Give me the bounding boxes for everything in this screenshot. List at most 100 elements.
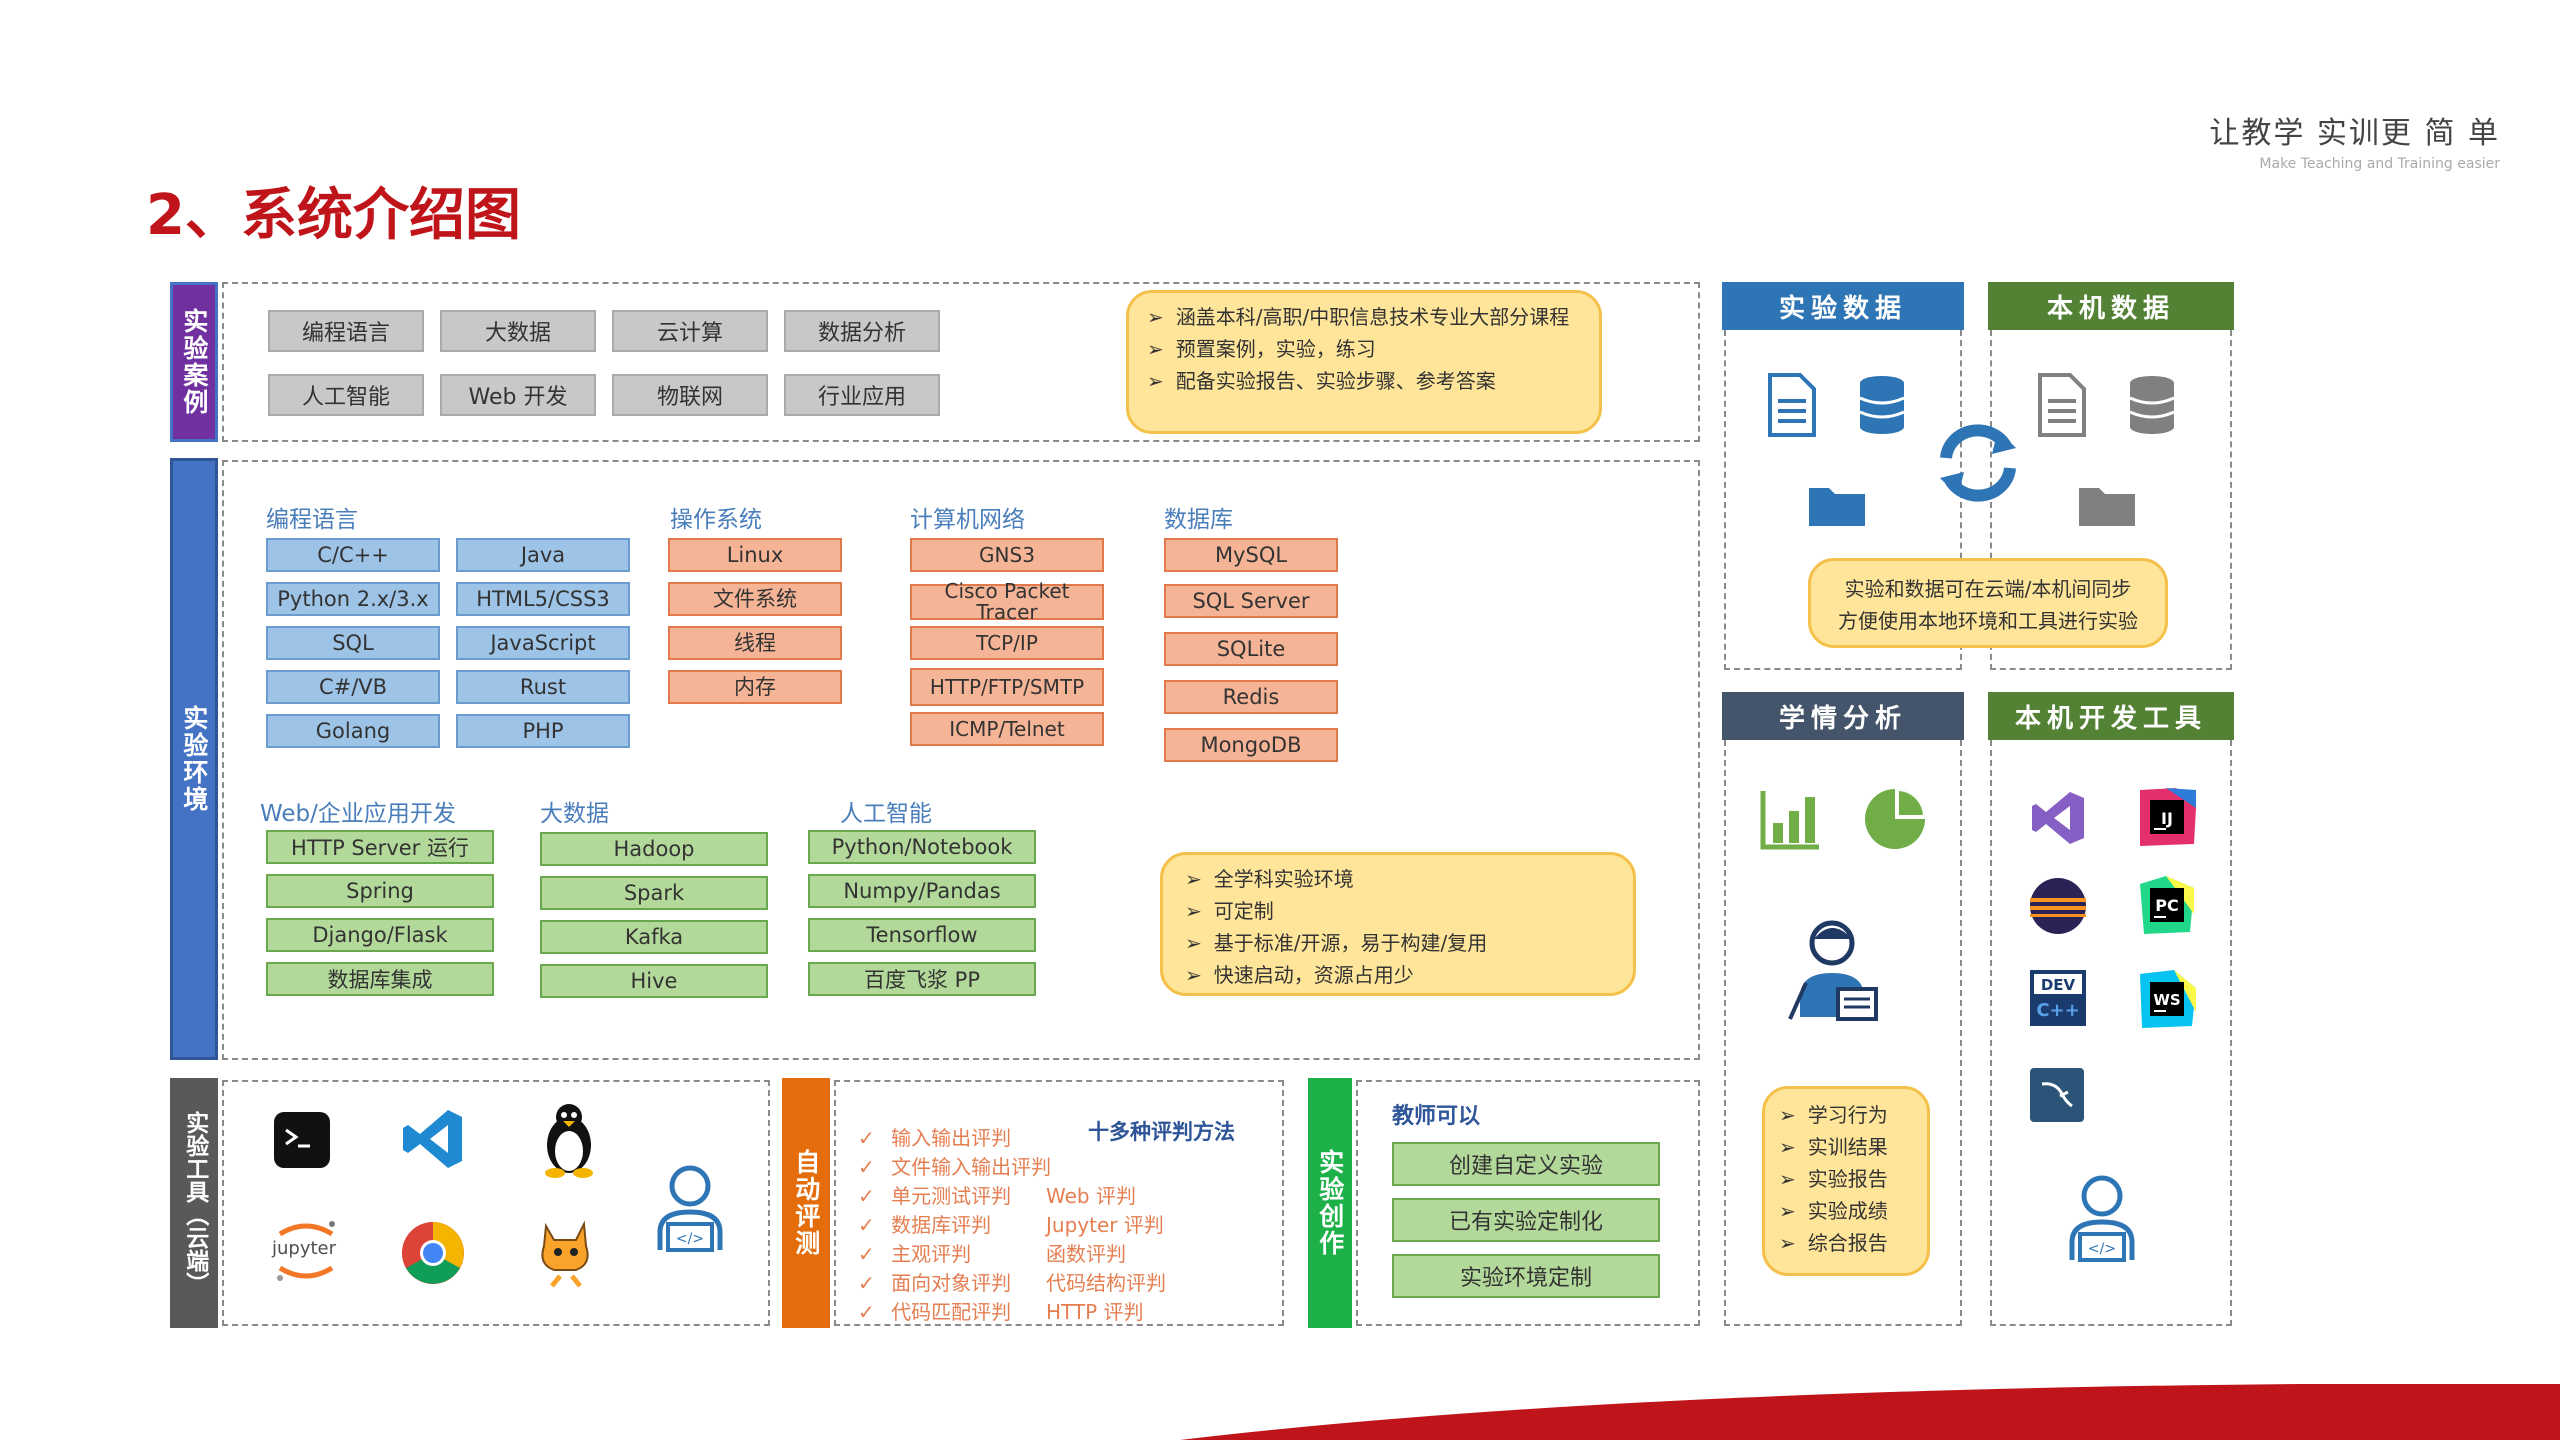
sync-note: 实验和数据可在云端/本机间同步 方便使用本地环境和工具进行实验 [1808,558,2168,648]
bigdata-item[interactable]: Kafka [540,920,768,954]
ai-item[interactable]: Python/Notebook [808,830,1036,864]
judge-method-label: 代码结构评判 [1046,1271,1166,1295]
env-label: 实验环境 [170,458,218,1060]
os-item[interactable]: 线程 [668,626,842,660]
case-notes: ➢涵盖本科/高职/中职信息技术专业大部分课程 ➢预置案例，实验，练习 ➢配备实验… [1126,290,1602,434]
prog-lang-item[interactable]: Java [456,538,630,572]
analysis-box [1724,740,1962,1326]
prog-lang-item[interactable]: JavaScript [456,626,630,660]
case-item[interactable]: 编程语言 [268,310,424,352]
env-box [222,460,1700,1060]
prog-lang-item[interactable]: Rust [456,670,630,704]
arrow-icon: ➢ [1779,1167,1796,1191]
svg-text:DEV: DEV [2041,976,2076,994]
bigdata-item[interactable]: Hadoop [540,832,768,866]
pie-chart-icon [1860,784,1930,854]
judge-col1: ✓ 输入输出评判✓ 文件输入输出评判✓ 单元测试评判✓ 数据库评判✓ 主观评判✓… [858,1124,1051,1327]
teacher-icon [1786,916,1882,1022]
net-title: 计算机网络 [910,507,1025,533]
bigdata-item[interactable]: Spark [540,876,768,910]
web-dev-item[interactable]: Spring [266,874,494,908]
bigdata-item[interactable]: Hive [540,964,768,998]
case-item[interactable]: Web 开发 [440,374,596,416]
create-custom-button[interactable]: 创建自定义实验 [1392,1142,1660,1186]
ai-item[interactable]: Tensorflow [808,918,1036,952]
judge-method-label: 数据库评判 [891,1213,992,1237]
analysis-header: 学情分析 [1722,692,1964,740]
db-title: 数据库 [1164,507,1233,533]
case-item[interactable]: 数据分析 [784,310,940,352]
os-item[interactable]: 文件系统 [668,582,842,616]
customize-existing-button[interactable]: 已有实验定制化 [1392,1198,1660,1242]
database-item[interactable]: SQL Server [1164,584,1338,618]
os-item[interactable]: Linux [668,538,842,572]
database-icon [1854,372,1910,438]
judge-method-label: 文件输入输出评判 [891,1155,1052,1179]
prog-lang-item[interactable]: SQL [266,626,440,660]
database-item[interactable]: Redis [1164,680,1338,714]
tools-box [222,1080,770,1326]
judge-method-label: HTTP 评判 [1046,1300,1144,1324]
case-item[interactable]: 行业应用 [784,374,940,416]
web-dev-item[interactable]: HTTP Server 运行 [266,830,494,864]
check-icon: ✓ [858,1242,882,1266]
ai-title: 人工智能 [840,801,932,827]
web-dev-item[interactable]: Django/Flask [266,918,494,952]
analysis-item-label: 实训结果 [1807,1135,1888,1159]
sync-note-1: 实验和数据可在云端/本机间同步 [1844,577,2132,601]
create-box [1356,1080,1700,1326]
case-item[interactable]: 大数据 [440,310,596,352]
case-item[interactable]: 人工智能 [268,374,424,416]
ai-item[interactable]: Numpy/Pandas [808,874,1036,908]
network-item[interactable]: HTTP/FTP/SMTP [910,668,1104,706]
analysis-item-label: 学习行为 [1807,1103,1888,1127]
judge-method-item: ✓ 单元测试评判 [858,1182,1051,1211]
judge-method-label: Web 评判 [1046,1184,1136,1208]
prog-lang-item[interactable]: Python 2.x/3.x [266,582,440,616]
prog-lang-item[interactable]: C#/VB [266,670,440,704]
devtools-header: 本机开发工具 [1988,692,2234,740]
network-item[interactable]: GNS3 [910,538,1104,572]
scratch-cat-icon [530,1214,600,1290]
analysis-item: ➢实验成绩 [1779,1195,1913,1227]
env-note-4: 快速启动，资源占用少 [1213,963,1414,987]
mysql-workbench-icon [2026,1064,2088,1126]
analysis-item: ➢ 实训结果 [1779,1131,1913,1163]
judge-method-item: ✓ 输入输出评判 [858,1124,1051,1153]
analysis-item-label: 实验成绩 [1807,1199,1888,1223]
network-item[interactable]: Cisco Packet Tracer [910,581,1104,623]
os-item[interactable]: 内存 [668,670,842,704]
ai-item[interactable]: 百度飞浆 PP [808,962,1036,996]
judge-method-label: 面向对象评判 [891,1271,1012,1295]
svg-text:</>: </> [2088,1241,2116,1257]
jupyter-icon: jupyter [266,1216,346,1286]
developer-icon: </> [650,1162,730,1254]
case-item[interactable]: 云计算 [612,310,768,352]
webstorm-icon: WS [2134,966,2200,1032]
prog-lang-item[interactable]: Golang [266,714,440,748]
arrow-icon: ➢ [1779,1135,1796,1159]
pycharm-icon: PC [2134,872,2200,938]
env-note-2: 可定制 [1213,899,1274,923]
prog-lang-item[interactable]: PHP [456,714,630,748]
analysis-item: ➢实验报告 [1779,1163,1913,1195]
prog-title: 编程语言 [266,507,358,533]
chrome-icon [398,1218,468,1288]
database-item[interactable]: SQLite [1164,632,1338,666]
sync-icon [1930,418,2026,508]
database-item[interactable]: MongoDB [1164,728,1338,762]
exp-data-header: 实验数据 [1722,282,1964,330]
prog-lang-item[interactable]: C/C++ [266,538,440,572]
prog-lang-item[interactable]: HTML5/CSS3 [456,582,630,616]
case-item[interactable]: 物联网 [612,374,768,416]
bar-chart-icon [1758,786,1824,852]
network-item[interactable]: TCP/IP [910,626,1104,660]
sync-note-2: 方便使用本地环境和工具进行实验 [1838,609,2138,633]
web-dev-item[interactable]: 数据库集成 [266,962,494,996]
database-item[interactable]: MySQL [1164,538,1338,572]
judge-method-label: 单元测试评判 [891,1184,1012,1208]
env-customize-button[interactable]: 实验环境定制 [1392,1254,1660,1298]
jupyter-text: jupyter [272,1238,337,1259]
network-item[interactable]: ICMP/Telnet [910,712,1104,746]
check-icon: ✓ [858,1126,882,1150]
